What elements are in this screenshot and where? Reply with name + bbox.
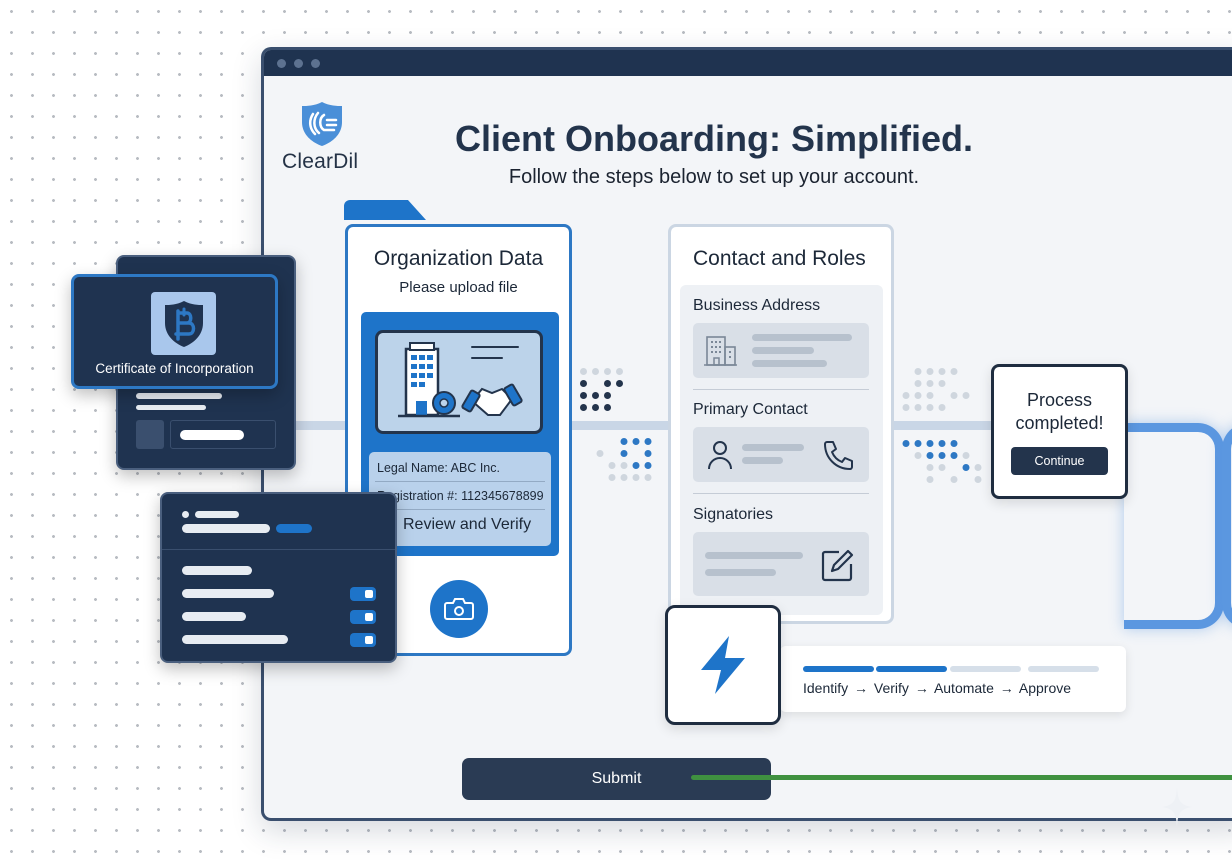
extracted-info-box: Legal Name: ABC Inc. Registration #: 112… <box>369 452 551 546</box>
certificate-label: Certificate of Incorporation <box>95 361 254 376</box>
organization-illustration <box>375 330 543 434</box>
camera-icon <box>444 598 474 620</box>
shield-b-icon <box>164 300 203 347</box>
step-progress-segment <box>803 666 874 672</box>
progress-dots-decoration <box>902 368 972 417</box>
sparkle-icon <box>1162 787 1192 827</box>
contact-and-roles-card: Contact and Roles Business Address <box>668 224 894 624</box>
section-signatories-label: Signatories <box>693 506 774 523</box>
review-and-verify-link[interactable]: Review and Verify <box>377 514 531 536</box>
card-subtitle: Please upload file <box>399 279 518 296</box>
building-handshake-icon <box>398 342 523 418</box>
page-title: Client Onboarding: Simplified. <box>455 118 973 159</box>
flow-connector-pipe <box>1124 423 1224 629</box>
steps-progress: Identify → Verify → Automate → Approve <box>780 646 1126 712</box>
file-upload-panel[interactable]: Legal Name: ABC Inc. Registration #: 112… <box>361 312 559 556</box>
progress-dots-decoration <box>902 440 982 489</box>
step-progress-segment <box>876 666 947 672</box>
section-business-address-label: Business Address <box>693 297 821 314</box>
registration-number-field: Registration #: 112345678899 <box>377 489 544 503</box>
steps-label: Identify → Verify → Automate → Approve <box>803 680 1072 696</box>
status-badge <box>276 524 312 533</box>
page-subtitle: Follow the steps below to set up your ac… <box>508 166 920 188</box>
window-titlebar <box>264 50 1232 76</box>
section-primary-contact-label: Primary Contact <box>693 401 808 418</box>
phone-icon[interactable] <box>821 439 855 471</box>
lightning-icon <box>701 636 745 694</box>
divider <box>693 389 869 390</box>
settings-panel-card <box>160 492 397 663</box>
window-control-dot[interactable] <box>294 59 303 68</box>
shield-fingerprint-icon <box>302 102 342 146</box>
process-message: Process completed! <box>1015 390 1104 433</box>
review-label: Review and Verify <box>403 516 532 533</box>
primary-contact-field[interactable] <box>693 427 869 482</box>
window-control-dot[interactable] <box>311 59 320 68</box>
divider <box>375 509 545 510</box>
window-control-dot[interactable] <box>277 59 286 68</box>
user-icon <box>708 441 732 470</box>
legal-name-field: Legal Name: ABC Inc. <box>377 461 500 475</box>
continue-button[interactable]: Continue <box>1011 447 1108 475</box>
progress-dots-decoration <box>594 438 664 487</box>
toggle-switch[interactable] <box>350 610 376 624</box>
browser-window: ClearDil Client Onboarding: Simplified. … <box>261 47 1232 821</box>
input-placeholder[interactable] <box>170 420 276 449</box>
divider <box>375 481 545 482</box>
card-title: Organization Data <box>373 247 544 270</box>
edit-icon[interactable] <box>821 548 855 582</box>
step-progress-segment <box>1028 666 1099 672</box>
toggle-switch[interactable] <box>350 587 376 601</box>
thumbnail-placeholder <box>136 420 164 449</box>
building-icon <box>704 336 737 366</box>
toggle-switch[interactable] <box>350 633 376 647</box>
divider <box>162 549 395 550</box>
flow-connector-pipe <box>1222 423 1232 629</box>
organization-data-card: Organization Data Please upload file <box>345 224 572 656</box>
card-title: Contact and Roles <box>693 247 866 270</box>
automation-badge <box>665 605 781 725</box>
connector-line <box>264 421 351 430</box>
connector-line <box>891 421 993 430</box>
brand-name: ClearDil <box>282 150 359 173</box>
step-progress-segment <box>950 666 1021 672</box>
connector-line <box>569 421 671 430</box>
certificate-icon-tile <box>151 292 216 355</box>
camera-upload-button[interactable] <box>430 580 488 638</box>
divider <box>693 493 869 494</box>
business-address-field[interactable] <box>693 323 869 378</box>
contact-sections: Business Address Primary Contact <box>680 285 883 615</box>
certificate-of-incorporation-card[interactable]: Certificate of Incorporation <box>71 274 278 389</box>
signatories-field[interactable] <box>693 532 869 596</box>
progress-line <box>691 775 1232 780</box>
progress-dots-decoration <box>580 368 626 417</box>
folder-tab <box>344 200 426 220</box>
process-completed-dialog: Process completed! Continue <box>991 364 1128 499</box>
